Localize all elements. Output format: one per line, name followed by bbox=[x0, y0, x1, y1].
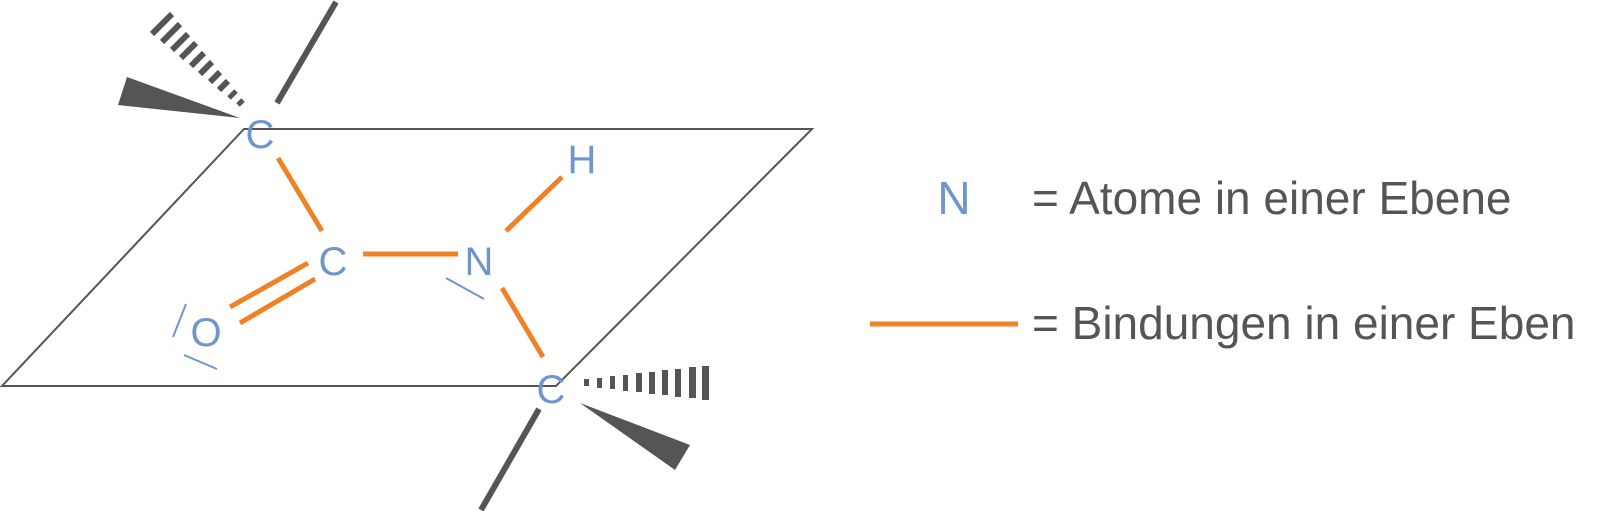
oxygen-lone-pair-2 bbox=[183, 354, 218, 370]
bond-n-h bbox=[504, 175, 564, 233]
bottom-wedge-bond bbox=[580, 403, 690, 470]
top-wedge-bond bbox=[118, 77, 240, 118]
bond-c-o-double-2 bbox=[238, 276, 317, 326]
top-plain-bond bbox=[274, 0, 339, 105]
atom-c-bottom: C bbox=[537, 368, 566, 412]
bond-n-cbottom bbox=[499, 286, 546, 359]
bottom-plain-bond bbox=[478, 407, 542, 511]
top-carbon-substituents bbox=[118, 0, 339, 118]
planar-bonds bbox=[228, 156, 564, 359]
nitrogen-lone-pair bbox=[445, 277, 485, 300]
legend-atom-label: = Atome in einer Ebene bbox=[1032, 172, 1512, 224]
legend-atom-symbol: N bbox=[937, 172, 970, 224]
bond-c-o-double-1 bbox=[228, 260, 310, 310]
atom-c-top: C bbox=[246, 113, 275, 157]
bottom-hashed-bond bbox=[584, 366, 709, 400]
atom-h: H bbox=[568, 138, 597, 182]
bottom-carbon-substituents bbox=[478, 366, 709, 511]
atom-o: O bbox=[190, 311, 221, 355]
atom-n: N bbox=[465, 240, 494, 284]
atom-c-carbonyl: C bbox=[319, 240, 348, 284]
legend-bond-label: = Bindungen in einer Eben bbox=[1032, 297, 1576, 349]
bond-ctop-ccarbonyl bbox=[275, 156, 325, 233]
top-hashed-bond bbox=[149, 11, 245, 107]
legend: N = Atome in einer Ebene = Bindungen in … bbox=[870, 172, 1576, 349]
molecular-plane bbox=[0, 128, 815, 387]
lone-pairs bbox=[172, 277, 485, 370]
oxygen-lone-pair-1 bbox=[172, 303, 187, 338]
